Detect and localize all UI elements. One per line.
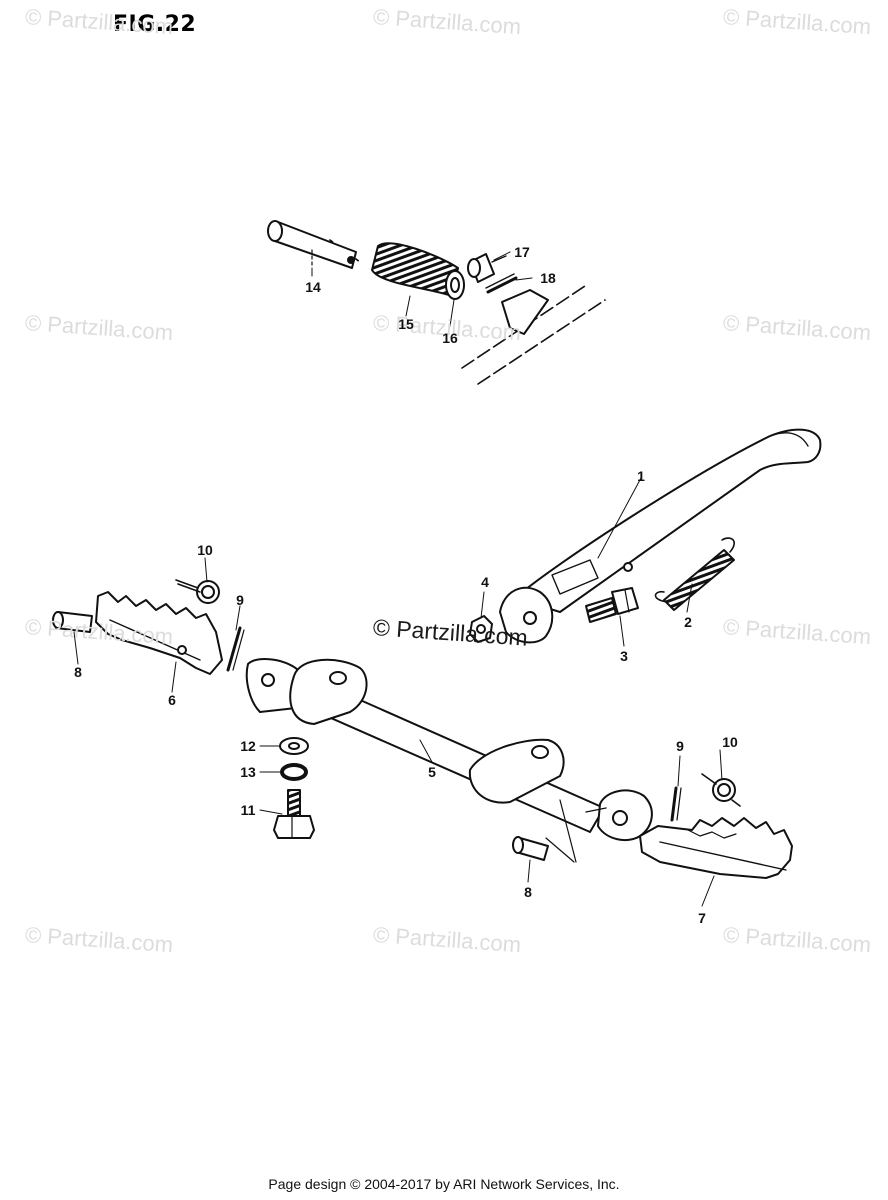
callout-part-2[interactable]: 2 [684, 614, 692, 630]
part-6-footrest-left [95, 591, 223, 675]
part-16-washer [445, 270, 465, 300]
callout-part-10[interactable]: 10 [197, 542, 213, 558]
callout-part-6[interactable]: 6 [168, 692, 176, 708]
part-3-bolt [585, 587, 639, 623]
callout-part-4[interactable]: 4 [481, 574, 489, 590]
part-2-spring [654, 537, 735, 611]
callout-part-11[interactable]: 11 [240, 802, 256, 818]
part-10-spring-left [175, 579, 220, 604]
callout-part-9[interactable]: 9 [676, 738, 684, 754]
frame-dashed-lines [329, 239, 606, 385]
part-9-cotter-left [226, 626, 245, 672]
callout-part-9[interactable]: 9 [236, 592, 244, 608]
part-8-pin-right [512, 836, 549, 861]
callout-part-12[interactable]: 12 [240, 738, 256, 754]
part-10-spring-right [701, 773, 741, 807]
callout-part-13[interactable]: 13 [240, 764, 256, 780]
part-15-grip [371, 242, 459, 297]
part-17-pin [467, 253, 507, 283]
callout-part-14[interactable]: 14 [305, 279, 321, 295]
part-13-lock-washer [280, 763, 308, 781]
part-8-pin-left [52, 611, 93, 633]
callout-part-3[interactable]: 3 [620, 648, 628, 664]
figure-title: FIG.22 [113, 12, 197, 37]
callout-part-18[interactable]: 18 [540, 270, 556, 286]
part-7-footrest-right [639, 817, 793, 879]
part-14-pin [267, 220, 357, 269]
part-9-cotter-right [670, 786, 682, 822]
callout-part-10[interactable]: 10 [722, 734, 738, 750]
part-4-nut [469, 615, 493, 643]
callout-part-17[interactable]: 17 [514, 244, 530, 260]
callout-part-5[interactable]: 5 [428, 764, 436, 780]
part-5-footrest-shaft [245, 657, 653, 863]
page-footer: Page design © 2004-2017 by ARI Network S… [268, 1176, 620, 1192]
frame-bracket-top [501, 289, 549, 335]
part-12-washer [279, 737, 309, 755]
callout-part-16[interactable]: 16 [442, 330, 458, 346]
leader-lines [73, 251, 723, 907]
callout-part-15[interactable]: 15 [398, 316, 414, 332]
callout-part-8[interactable]: 8 [524, 884, 532, 900]
part-1-side-stand [499, 428, 822, 644]
part-18-cotter-pin [485, 273, 518, 294]
callout-part-8[interactable]: 8 [74, 664, 82, 680]
callout-part-7[interactable]: 7 [698, 910, 706, 926]
part-11-bolt [273, 789, 315, 839]
callout-part-1[interactable]: 1 [637, 468, 645, 484]
